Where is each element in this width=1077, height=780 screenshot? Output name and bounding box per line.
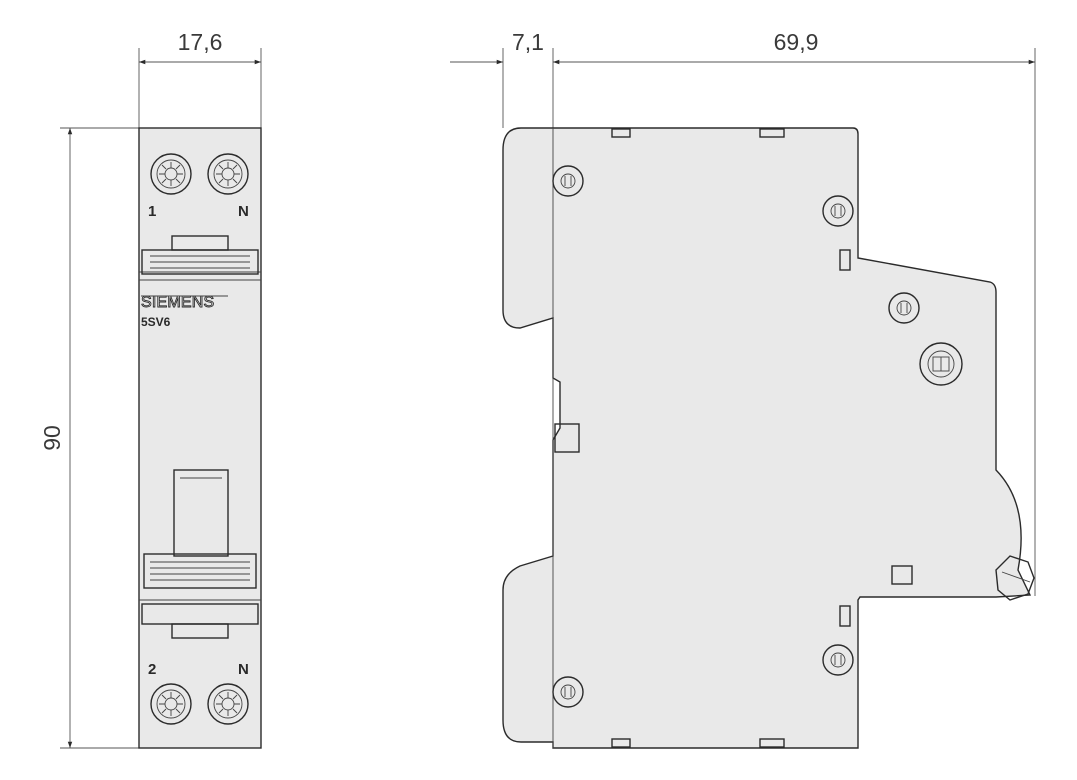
top-din-clip <box>141 235 259 275</box>
terminal-label-top-right: N <box>238 203 249 220</box>
front-view: 17,6 90 1 N <box>39 29 262 749</box>
terminal-label-bottom-right: N <box>238 661 249 678</box>
rear-knob <box>995 555 1035 601</box>
top-terminal-screw-n <box>207 153 249 195</box>
bottom-terminal-screw-2 <box>150 683 192 725</box>
width-dimension: 17,6 <box>138 29 262 128</box>
model-label: 5SV6 <box>141 315 171 329</box>
rivet-3 <box>888 292 920 324</box>
height-label: 90 <box>39 425 65 451</box>
rivet-4 <box>919 342 963 386</box>
rivet-5 <box>822 644 854 676</box>
top-terminal-screw-1 <box>150 153 192 195</box>
depth-dimensions: 7,1 69,9 <box>450 29 1036 596</box>
brand-logo: SIEMENS <box>141 294 214 311</box>
bottom-terminal-screw-n <box>207 683 249 725</box>
rivet-1 <box>552 165 584 197</box>
breaker-side-body <box>502 127 1032 749</box>
depth-total-label: 69,9 <box>774 29 819 55</box>
terminal-label-bottom-left: 2 <box>148 661 156 678</box>
bottom-din-clip <box>141 603 259 639</box>
toggle-lever <box>143 469 257 589</box>
height-dimension: 90 <box>39 127 139 749</box>
depth-front-label: 7,1 <box>512 29 544 55</box>
breaker-front-body <box>138 127 262 749</box>
rivet-2 <box>822 195 854 227</box>
terminal-label-top-left: 1 <box>148 203 156 220</box>
side-view: 7,1 69,9 <box>450 29 1036 749</box>
rivet-6 <box>552 676 584 708</box>
width-label: 17,6 <box>178 29 223 55</box>
